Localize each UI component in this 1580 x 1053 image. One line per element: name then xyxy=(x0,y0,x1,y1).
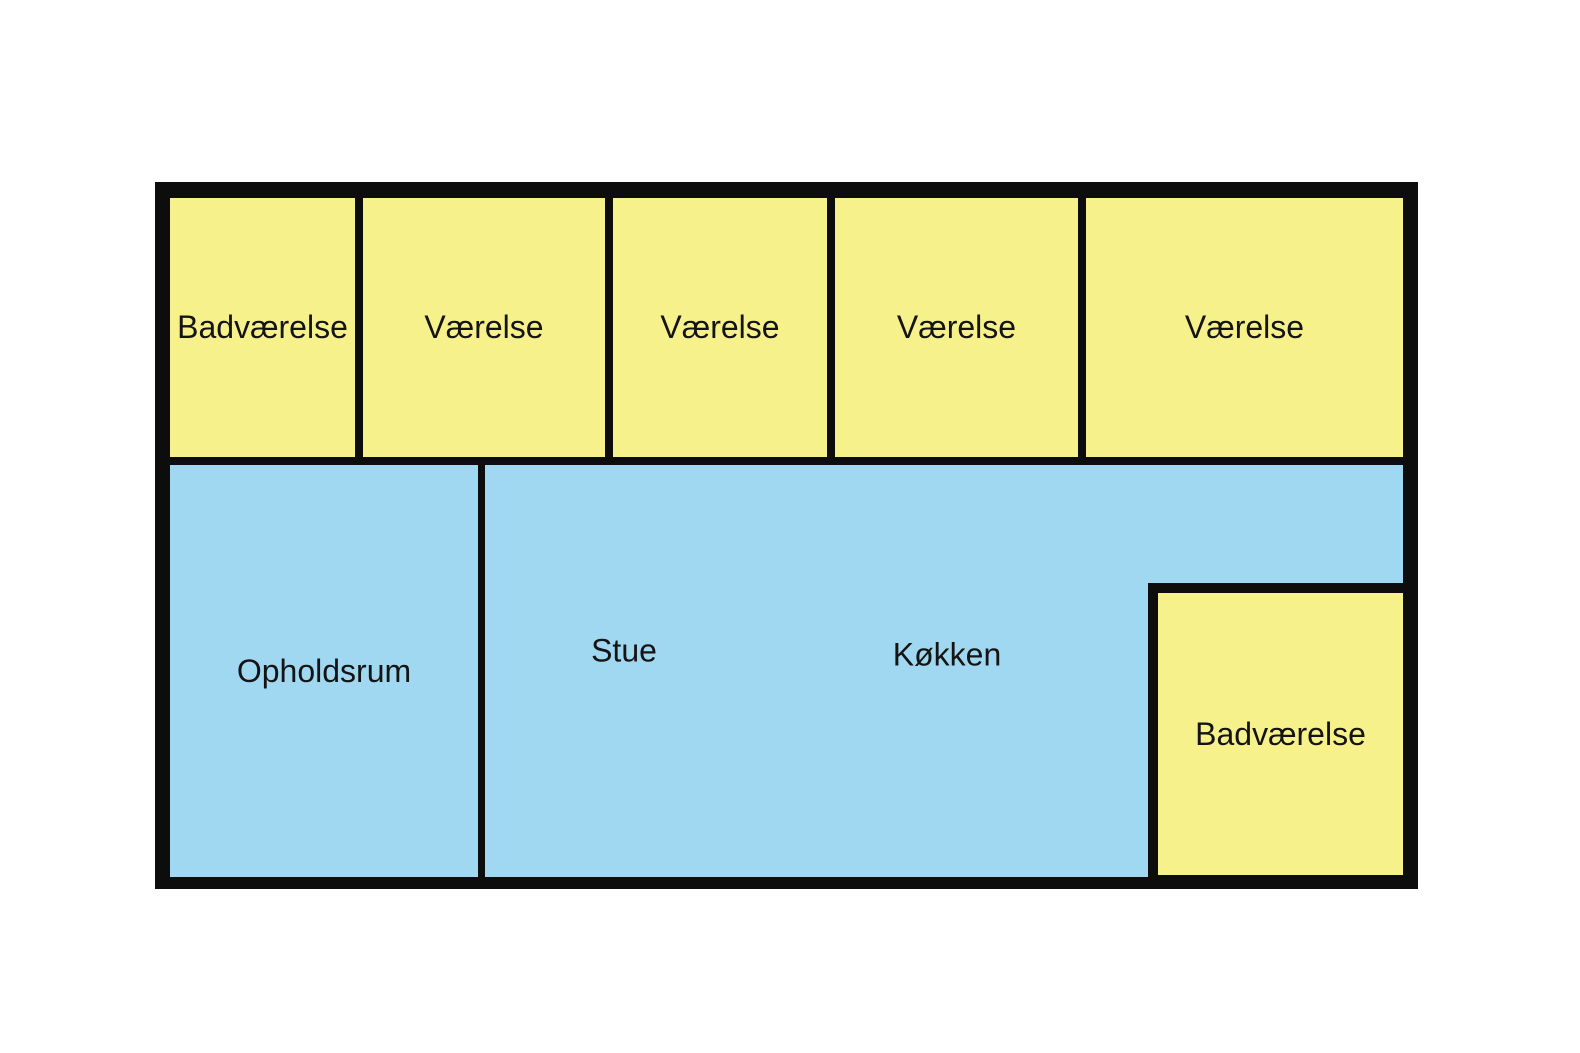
room-label-vaerelse-2: Værelse xyxy=(660,309,780,346)
room-label-vaerelse-1: Værelse xyxy=(424,309,544,346)
room-vaerelse-1: Værelse xyxy=(363,198,605,457)
room-badvaerelse-top: Badværelse xyxy=(170,198,355,457)
room-label-stue: Stue xyxy=(591,632,657,669)
room-label-vaerelse-3: Værelse xyxy=(896,309,1017,346)
room-label-koekken: Køkken xyxy=(892,636,1002,673)
room-vaerelse-3: Værelse xyxy=(835,198,1078,457)
room-badvaerelse-bottom: Badværelse xyxy=(1158,593,1403,875)
room-badvaerelse-bottom-walls: Badværelse xyxy=(1148,583,1418,889)
room-vaerelse-4: Værelse xyxy=(1086,198,1403,457)
floor-plan: Badværelse Værelse Værelse Værelse Værel… xyxy=(155,182,1418,889)
room-label-badvaerelse-top: Badværelse xyxy=(177,309,348,346)
room-vaerelse-2: Værelse xyxy=(613,198,827,457)
room-label-opholdsrum: Opholdsrum xyxy=(236,652,412,689)
room-label-vaerelse-4: Værelse xyxy=(1184,309,1305,346)
room-opholdsrum: Opholdsrum xyxy=(170,465,478,877)
room-label-badvaerelse-bottom: Badværelse xyxy=(1195,715,1366,752)
